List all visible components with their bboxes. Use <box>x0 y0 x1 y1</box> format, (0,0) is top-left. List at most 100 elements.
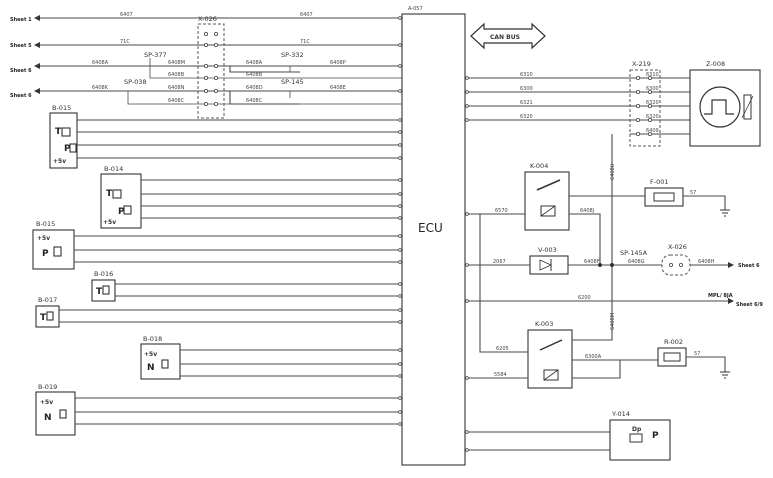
svg-text:N: N <box>147 363 155 373</box>
svg-text:P: P <box>64 144 71 154</box>
left-wire-labels: 6407 6407 71C 71C 6408A 6408M 6408A 6408… <box>92 12 346 104</box>
svg-text:6408M: 6408M <box>168 60 185 66</box>
svg-text:B-018: B-018 <box>143 335 162 343</box>
svg-text:6321: 6321 <box>520 100 533 106</box>
svg-text:6320: 6320 <box>646 100 659 106</box>
sheet-ref-1: Sheet 1 <box>10 17 32 23</box>
svg-text:6310: 6310 <box>520 72 533 78</box>
sensor-b018: B-018 +5v N <box>140 335 402 380</box>
svg-text:71C: 71C <box>120 39 130 45</box>
sensor-b015-top: B-015 T P +5v <box>49 104 402 169</box>
splice-sp145: SP-145 <box>281 78 304 86</box>
svg-text:6409: 6409 <box>646 128 659 134</box>
svg-text:+5v: +5v <box>53 158 66 165</box>
svg-text:T: T <box>40 313 47 323</box>
svg-text:V-003: V-003 <box>538 246 557 254</box>
svg-text:B-015: B-015 <box>52 104 71 112</box>
svg-text:B-017: B-017 <box>38 296 57 304</box>
diode-v003: V-003 2067 6408F 6408G SP-145A <box>465 240 648 275</box>
can-bus-arrow: CAN BUS <box>470 22 546 50</box>
svg-text:57: 57 <box>694 351 700 357</box>
can-bus-label: CAN BUS <box>490 34 520 41</box>
svg-text:6408K: 6408K <box>92 85 109 91</box>
svg-text:6200: 6200 <box>578 295 591 301</box>
svg-text:6300A: 6300A <box>585 354 602 360</box>
sensor-b015-bottom: B-015 +5v P <box>32 220 402 270</box>
svg-text:K-004: K-004 <box>530 162 548 170</box>
svg-text:71C: 71C <box>300 39 310 45</box>
svg-text:6408J: 6408J <box>580 208 594 214</box>
svg-text:6408A: 6408A <box>246 60 263 66</box>
svg-text:P: P <box>652 431 659 441</box>
svg-text:K-003: K-003 <box>535 320 553 328</box>
ecu-id: A-057 <box>408 6 423 12</box>
svg-text:6407: 6407 <box>120 12 133 18</box>
svg-text:6408B: 6408B <box>246 72 263 78</box>
svg-text:B-014: B-014 <box>104 165 123 173</box>
right-wires-top: 6310 6300 6321 6320 6310 6300 6320 6320 … <box>465 72 690 300</box>
svg-text:X-219: X-219 <box>632 60 651 68</box>
relay-k004: K-004 6570 6408J <box>465 162 612 240</box>
sensor-b017: B-017 T <box>35 296 402 328</box>
sheet-refs-left: Sheet 1 Sheet 5 Sheet 6 Sheet 6 <box>10 17 32 99</box>
svg-text:57: 57 <box>690 190 696 196</box>
svg-text:6570: 6570 <box>495 208 508 214</box>
svg-text:F-001: F-001 <box>650 178 669 186</box>
svg-text:N: N <box>44 413 52 423</box>
svg-text:6408C: 6408C <box>168 98 185 104</box>
svg-text:Dp: Dp <box>632 426 642 433</box>
svg-text:+5v: +5v <box>37 235 50 242</box>
sensor-b016: B-016 T <box>91 270 402 302</box>
connector-x026-right: X-026 6408H Sheet 6 <box>640 243 760 276</box>
mpl-wire: 6200 MPL/ 8JA Sheet 6/9 <box>465 293 763 308</box>
svg-text:6205: 6205 <box>496 346 509 352</box>
module-z008: Z-008 <box>689 60 761 147</box>
svg-text:Sheet 6/9: Sheet 6/9 <box>736 302 763 308</box>
svg-text:6300: 6300 <box>520 86 533 92</box>
svg-text:+5v: +5v <box>103 219 116 226</box>
svg-text:MPL/ 8JA: MPL/ 8JA <box>708 293 733 299</box>
svg-text:6310: 6310 <box>646 72 659 78</box>
svg-text:X-026: X-026 <box>668 243 687 251</box>
sheet-ref-6a: Sheet 6 <box>10 68 32 74</box>
splice-sp332: SP-332 <box>281 51 304 59</box>
svg-text:Z-008: Z-008 <box>706 60 725 68</box>
ecu-module: ECU A-057 <box>401 6 466 466</box>
svg-text:T: T <box>106 189 113 199</box>
ecu-pins <box>398 16 469 452</box>
svg-text:B-019: B-019 <box>38 383 57 391</box>
svg-text:T: T <box>55 127 62 137</box>
svg-text:+5v: +5v <box>40 399 53 406</box>
sensor-b019: B-019 +5v N <box>35 383 402 436</box>
svg-text:6320: 6320 <box>646 114 659 120</box>
sensor-b014: B-014 T P +5v <box>100 165 402 229</box>
svg-text:6300: 6300 <box>646 86 659 92</box>
svg-text:6408B: 6408B <box>168 72 185 78</box>
svg-text:6408C: 6408C <box>246 98 263 104</box>
svg-text:6408D: 6408D <box>246 85 263 91</box>
splice-sp377: SP-377 <box>144 51 167 59</box>
connector-x026-top: X-026 <box>197 15 225 119</box>
svg-text:Sheet 6: Sheet 6 <box>738 263 760 269</box>
fuse-f001: F-001 57 <box>612 178 730 217</box>
svg-text:6408N: 6408N <box>168 85 185 91</box>
sheet-ref-6b: Sheet 6 <box>10 93 32 99</box>
connector-x219: X-219 <box>629 60 661 147</box>
svg-text:SP-145A: SP-145A <box>620 249 648 257</box>
svg-text:6320: 6320 <box>520 114 533 120</box>
svg-text:2067: 2067 <box>493 259 506 265</box>
svg-text:6408P: 6408P <box>330 60 346 66</box>
svg-text:5584: 5584 <box>494 372 507 378</box>
x026-top-label: X-026 <box>198 15 217 23</box>
svg-text:6408F: 6408F <box>584 259 600 265</box>
svg-text:T: T <box>96 287 103 297</box>
svg-text:B-015: B-015 <box>36 220 55 228</box>
svg-text:6408U: 6408U <box>610 163 616 180</box>
ecu-label: ECU <box>418 221 443 235</box>
left-wires-top <box>34 15 402 105</box>
svg-text:6408E: 6408E <box>330 85 346 91</box>
resistor-r002: R-002 57 <box>657 338 730 379</box>
svg-text:P: P <box>118 207 125 217</box>
relay-k003: K-003 6205 6300A 5584 6408M <box>465 214 658 389</box>
